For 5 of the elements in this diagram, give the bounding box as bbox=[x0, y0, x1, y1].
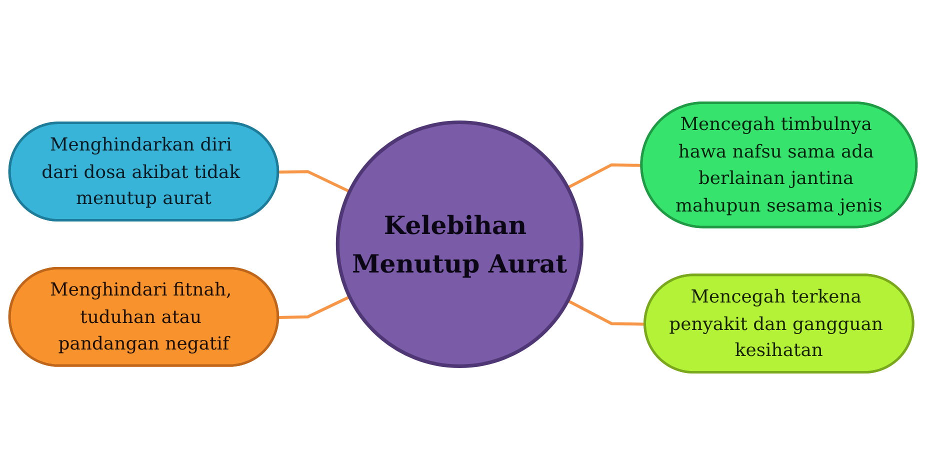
connector bbox=[567, 299, 646, 326]
connector bbox=[278, 296, 350, 319]
connector bbox=[278, 170, 350, 193]
connector bbox=[567, 163, 642, 190]
node-circle: Kelebihan Menutup Aurat bbox=[336, 120, 584, 368]
